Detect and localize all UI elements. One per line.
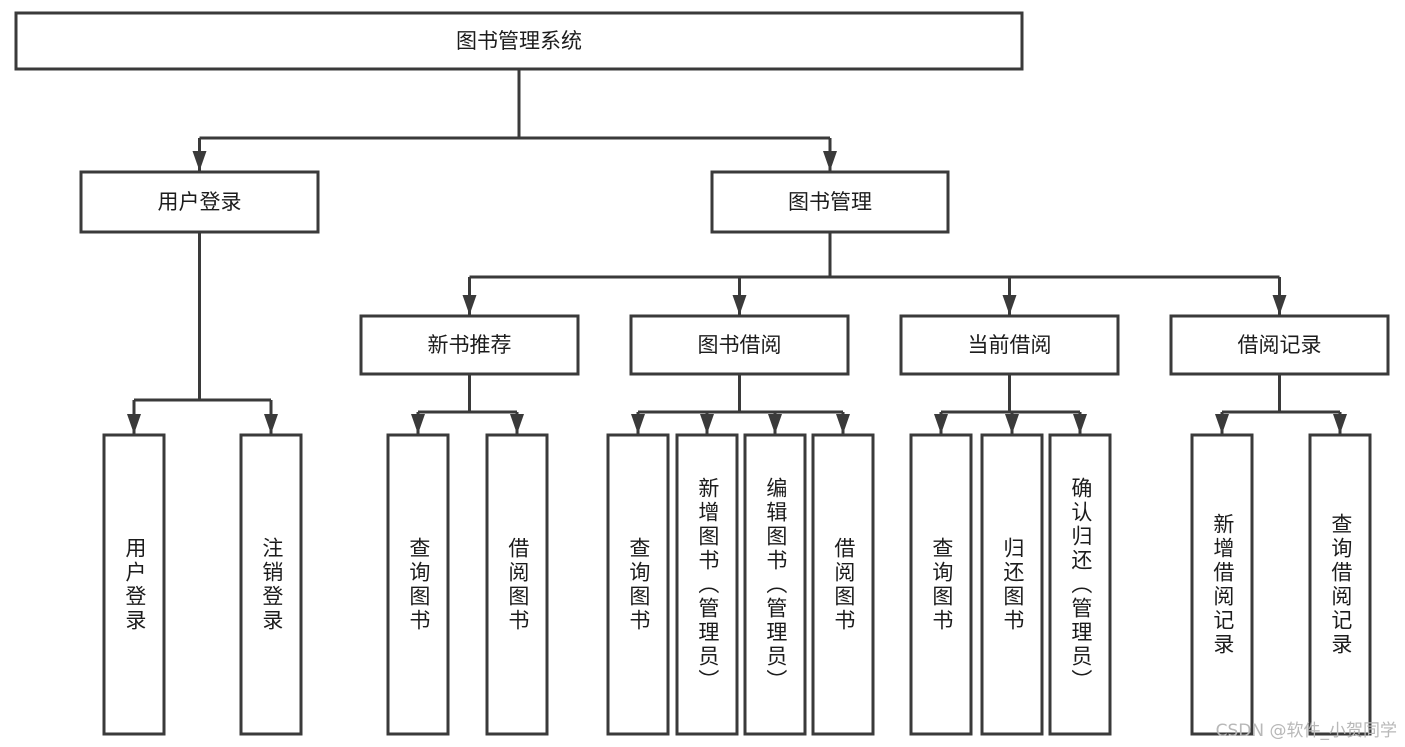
- edge-book-mgmt-arrow-0: [462, 295, 477, 315]
- node-leaf-4-查询图书-rect[interactable]: [606, 433, 670, 736]
- node-l3-借阅记录-rect[interactable]: [1169, 314, 1390, 376]
- node-leaf-12-查询借阅记录-rect[interactable]: [1308, 433, 1372, 736]
- edge-book-mgmt-arrow-2: [1002, 295, 1017, 315]
- node-leaf-8-查询图书-rect[interactable]: [909, 433, 973, 736]
- node-l3-新书推荐-rect[interactable]: [359, 314, 580, 376]
- watermark-text: CSDN @软件_小贺同学: [1215, 721, 1397, 741]
- edge-新书推荐-arrow-1: [510, 414, 524, 434]
- edge-root-arrow-0: [192, 151, 207, 171]
- edge-当前借阅-arrow-2: [1073, 414, 1087, 434]
- node-l3-当前借阅-label: 当前借阅: [968, 333, 1052, 357]
- edge-book-mgmt-arrow-3: [1272, 295, 1287, 315]
- node-leaf-6-编辑图书管理员-rect[interactable]: [743, 433, 807, 736]
- edge-root-arrow-1: [823, 151, 837, 171]
- edge-新书推荐-arrow-0: [411, 414, 425, 434]
- node-leaf-5-新增图书管理员-rect[interactable]: [675, 433, 739, 736]
- node-l3-当前借阅[interactable]: 当前借阅: [899, 314, 1120, 376]
- edge-图书借阅-arrow-1: [700, 414, 714, 434]
- node-root-图书管理系统-rect[interactable]: [14, 11, 1024, 71]
- node-leaf-10-确认归还管理员-rect[interactable]: [1048, 433, 1112, 736]
- node-l3-新书推荐-label: 新书推荐: [428, 333, 512, 357]
- edge-图书借阅-arrow-3: [836, 414, 850, 434]
- node-l3-图书借阅[interactable]: 图书借阅: [629, 314, 850, 376]
- node-l3-图书借阅-rect[interactable]: [629, 314, 850, 376]
- edge-借阅记录-arrow-0: [1215, 414, 1229, 434]
- node-l2-用户登录[interactable]: 用户登录: [79, 170, 320, 234]
- node-l3-借阅记录[interactable]: 借阅记录: [1169, 314, 1390, 376]
- node-l2-图书管理-label: 图书管理: [788, 190, 872, 214]
- edge-book-mgmt-arrow-1: [732, 295, 747, 315]
- node-leaf-9-归还图书-rect[interactable]: [980, 433, 1044, 736]
- node-leaf-7-借阅图书-rect[interactable]: [811, 433, 875, 736]
- node-leaf-3-借阅图书-rect[interactable]: [485, 433, 549, 736]
- node-l3-当前借阅-rect[interactable]: [899, 314, 1120, 376]
- edge-图书借阅-arrow-2: [768, 414, 782, 434]
- node-l2-用户登录-rect[interactable]: [79, 170, 320, 234]
- edge-当前借阅-arrow-0: [934, 414, 948, 434]
- connectors-layer: [127, 69, 1347, 434]
- node-leaf-11-新增借阅记录-rect[interactable]: [1190, 433, 1254, 736]
- node-l3-借阅记录-label: 借阅记录: [1238, 333, 1322, 357]
- node-leaf-0-用户登录-rect[interactable]: [102, 433, 166, 736]
- edge-user-login-arrow-0: [127, 414, 141, 434]
- node-root-图书管理系统[interactable]: 图书管理系统: [14, 11, 1024, 71]
- edge-图书借阅-arrow-0: [631, 414, 645, 434]
- node-l3-新书推荐[interactable]: 新书推荐: [359, 314, 580, 376]
- node-leaf-1-注销登录-rect[interactable]: [239, 433, 303, 736]
- node-l2-用户登录-label: 用户登录: [158, 190, 242, 214]
- edge-当前借阅-arrow-1: [1005, 414, 1019, 434]
- node-l2-图书管理[interactable]: 图书管理: [710, 170, 950, 234]
- node-root-图书管理系统-label: 图书管理系统: [456, 29, 582, 53]
- edge-借阅记录-arrow-1: [1333, 414, 1347, 434]
- node-leaf-2-查询图书-rect[interactable]: [386, 433, 450, 736]
- node-l2-图书管理-rect[interactable]: [710, 170, 950, 234]
- edge-user-login-arrow-1: [264, 414, 278, 434]
- node-l3-图书借阅-label: 图书借阅: [698, 333, 782, 357]
